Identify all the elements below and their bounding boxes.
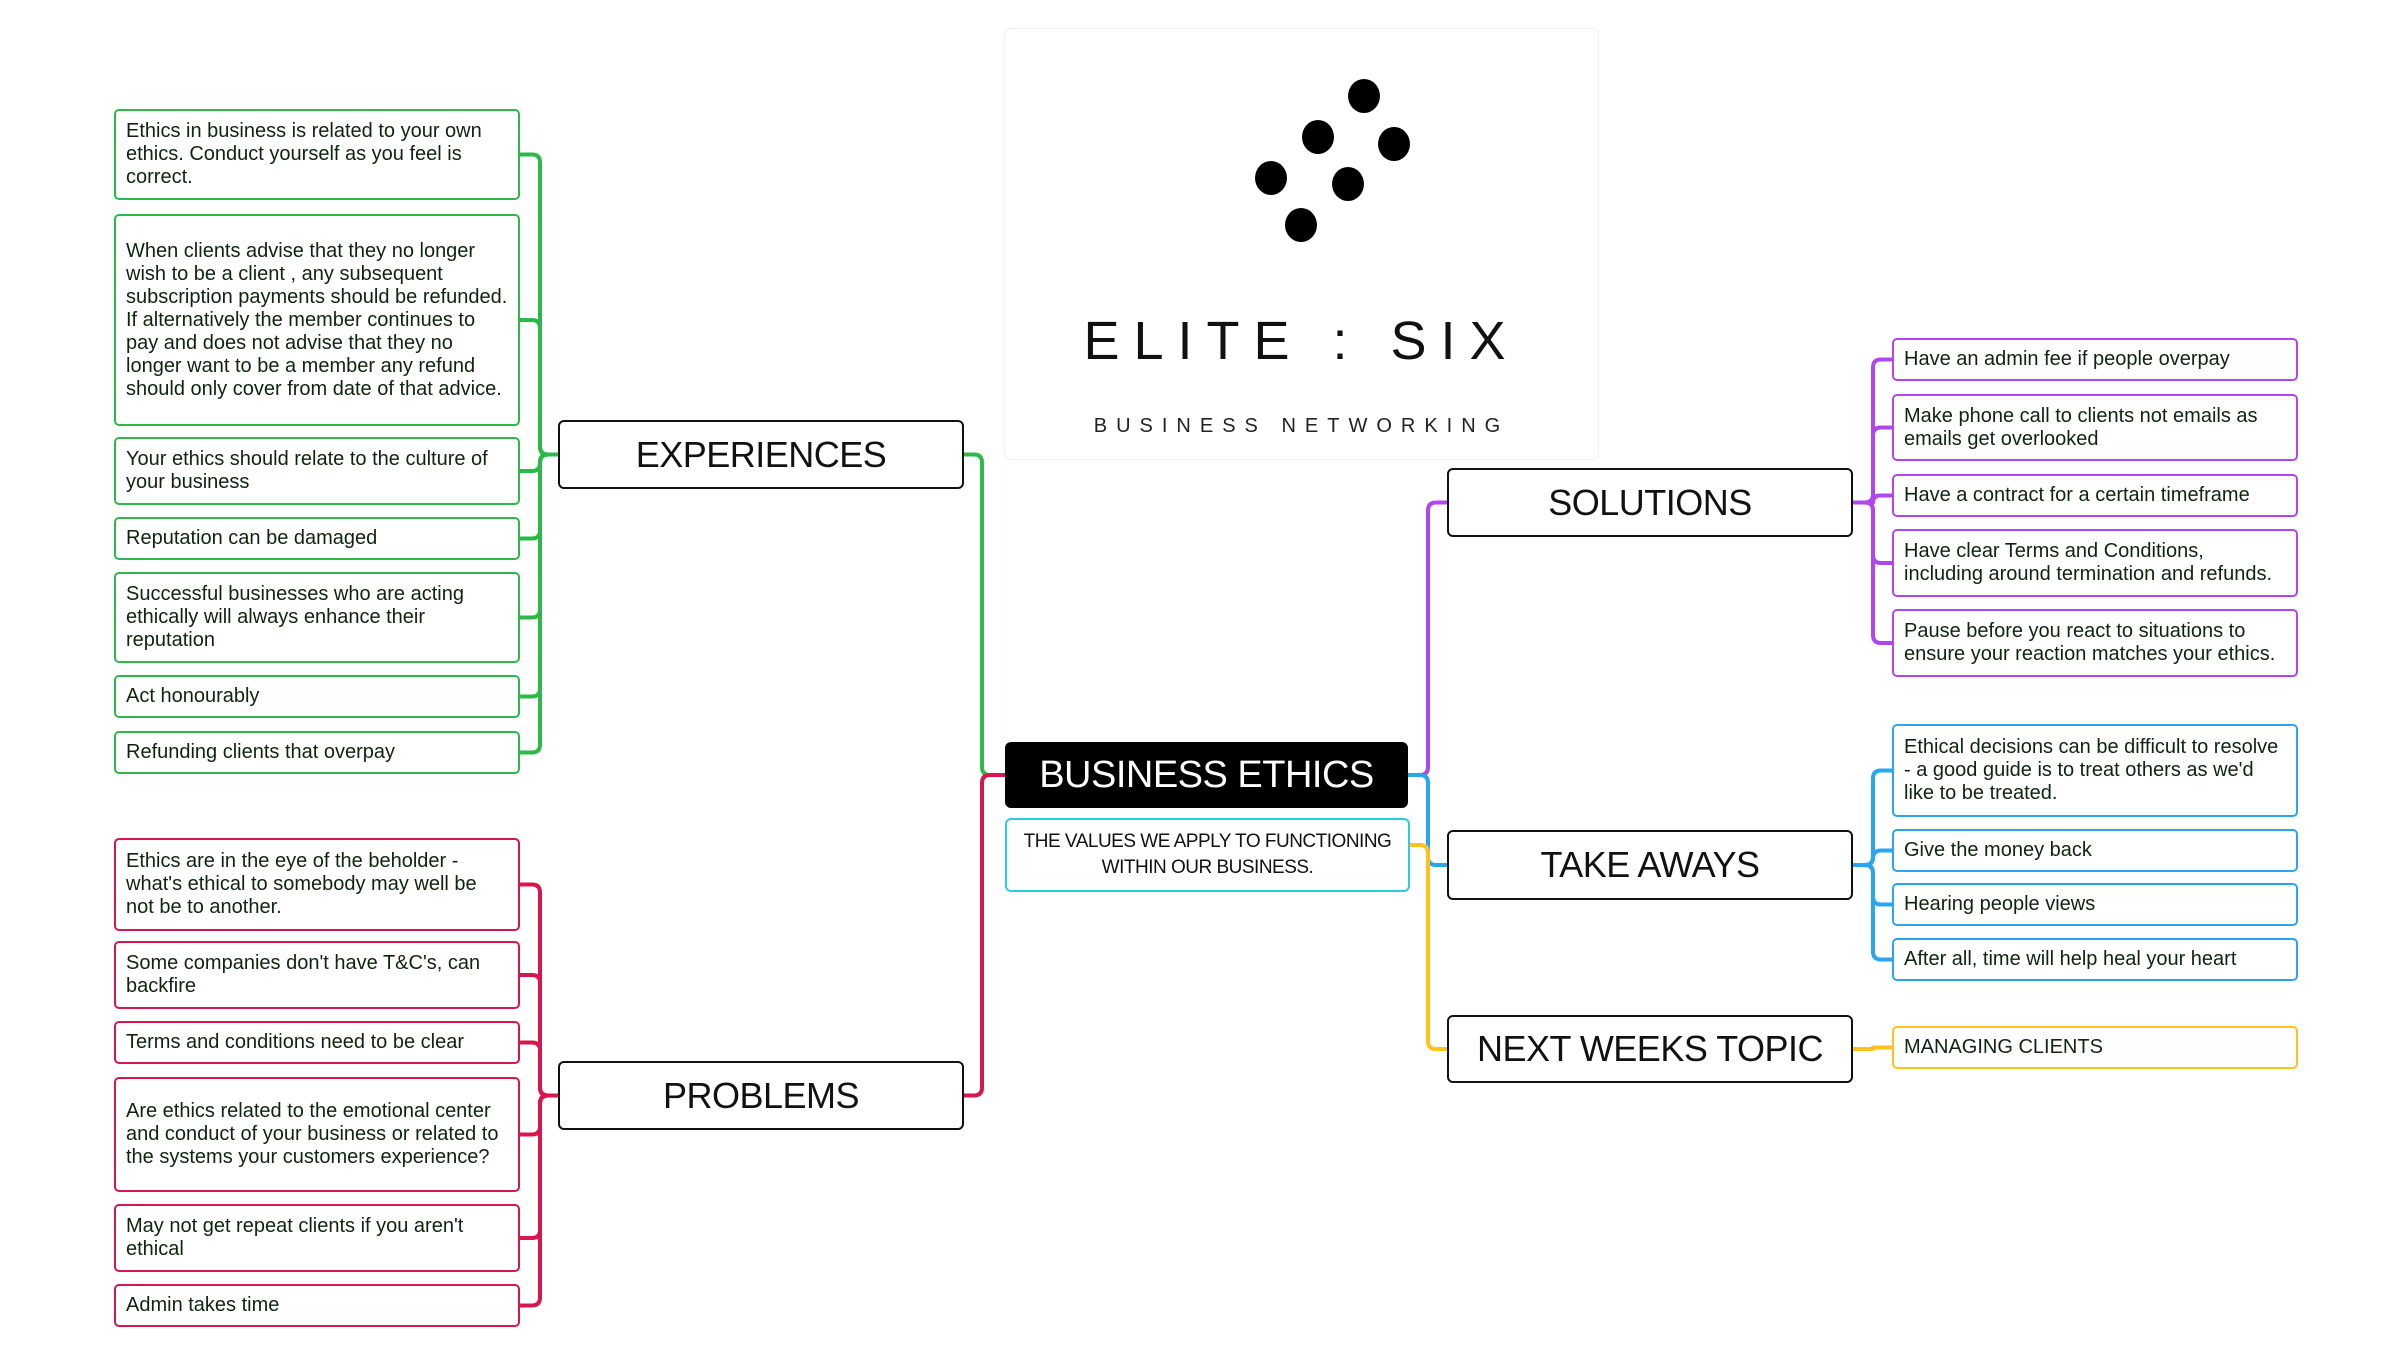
logo-dot [1348, 79, 1380, 113]
experience-item[interactable]: Successful businesses who are acting eth… [114, 572, 520, 663]
problem-item[interactable]: Ethics are in the eye of the beholder - … [114, 838, 520, 931]
connector-take-away-item [1853, 863, 1892, 962]
experience-item[interactable]: Your ethics should relate to the culture… [114, 437, 520, 505]
logo-dot [1302, 120, 1334, 154]
take-away-item[interactable]: Ethical decisions can be difficult to re… [1892, 724, 2298, 817]
take-away-item[interactable]: Hearing people views [1892, 883, 2298, 926]
connector-solutions [1408, 500, 1447, 777]
connector-experiences [964, 452, 1005, 777]
experience-item[interactable]: Refunding clients that overpay [114, 731, 520, 774]
connector-problem-item [520, 1093, 558, 1308]
solution-item[interactable]: Have a contract for a certain timeframe [1892, 474, 2298, 517]
branch-solutions[interactable]: SOLUTIONS [1447, 468, 1853, 537]
experience-item[interactable]: When clients advise that they no longer … [114, 214, 520, 426]
central-topic[interactable]: BUSINESS ETHICS [1005, 742, 1408, 808]
elite-six-logo: ELITE : SIX BUSINESS NETWORKING [1004, 28, 1599, 460]
logo-dot [1255, 161, 1287, 195]
connector-solution-item [1853, 425, 1892, 505]
connector-next-weeks [1408, 843, 1447, 1051]
problem-item[interactable]: Some companies don't have T&C's, can bac… [114, 941, 520, 1009]
connector-problems [964, 773, 1005, 1098]
solution-item[interactable]: Pause before you react to situations to … [1892, 609, 2298, 677]
connector-take-away-item [1853, 848, 1892, 867]
solution-item[interactable]: Make phone call to clients not emails as… [1892, 394, 2298, 461]
logo-subtitle: BUSINESS NETWORKING [1093, 415, 1510, 437]
branch-experiences[interactable]: EXPERIENCES [558, 420, 964, 489]
next-weeks-topic-item[interactable]: MANAGING CLIENTS [1892, 1026, 2298, 1069]
take-away-item[interactable]: Give the money back [1892, 829, 2298, 872]
problem-item[interactable]: May not get repeat clients if you aren't… [114, 1204, 520, 1272]
branch-take-aways[interactable]: TAKE AWAYS [1447, 830, 1853, 900]
solution-item[interactable]: Have clear Terms and Conditions, includi… [1892, 529, 2298, 597]
connector-next-weeks-item [1853, 1045, 1892, 1051]
experience-item[interactable]: Ethics in business is related to your ow… [114, 109, 520, 200]
logo-dot [1285, 208, 1317, 242]
solution-item[interactable]: Have an admin fee if people overpay [1892, 338, 2298, 381]
logo-dot [1378, 127, 1410, 161]
logo-dot [1332, 167, 1364, 201]
connector-problem-item [520, 1040, 558, 1098]
connector-take-aways [1408, 773, 1447, 867]
problem-item[interactable]: Are ethics related to the emotional cent… [114, 1077, 520, 1192]
take-away-item[interactable]: After all, time will help heal your hear… [1892, 938, 2298, 981]
experience-item[interactable]: Reputation can be damaged [114, 517, 520, 560]
central-topic-note[interactable]: THE VALUES WE APPLY TO FUNCTIONING WITHI… [1005, 818, 1410, 892]
branch-next-weeks-topic[interactable]: NEXT WEEKS TOPIC [1447, 1015, 1853, 1083]
connector-experience-item [520, 318, 558, 457]
connector-experience-item [520, 452, 558, 755]
connector-solution-item [1853, 500, 1892, 645]
logo-title: ELITE : SIX [1083, 311, 1520, 371]
problem-item[interactable]: Admin takes time [114, 1284, 520, 1327]
experience-item[interactable]: Act honourably [114, 675, 520, 718]
problem-item[interactable]: Terms and conditions need to be clear [114, 1021, 520, 1064]
branch-problems[interactable]: PROBLEMS [558, 1061, 964, 1130]
